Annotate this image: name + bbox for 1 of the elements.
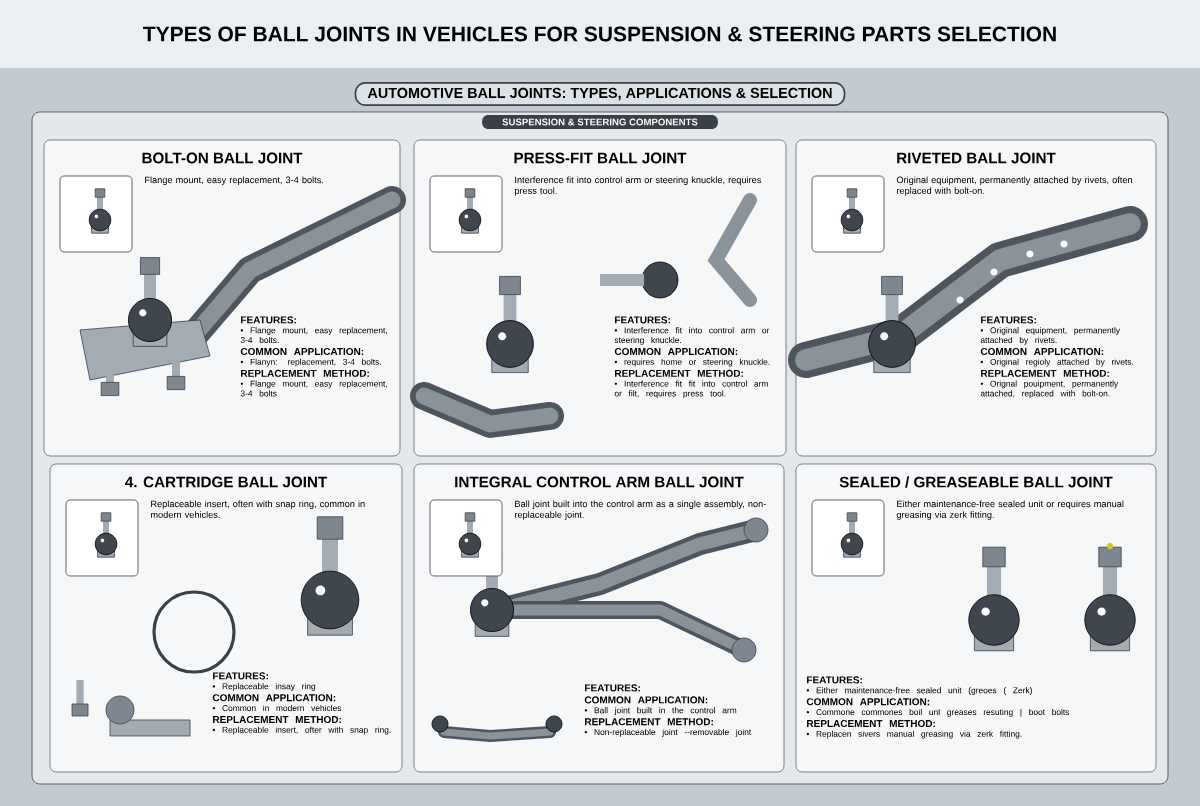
- page-title: TYPES OF BALL JOINTS IN VEHICLES FOR SUSPENSION & STEERING PARTS SELECTION: [143, 26, 1056, 42]
